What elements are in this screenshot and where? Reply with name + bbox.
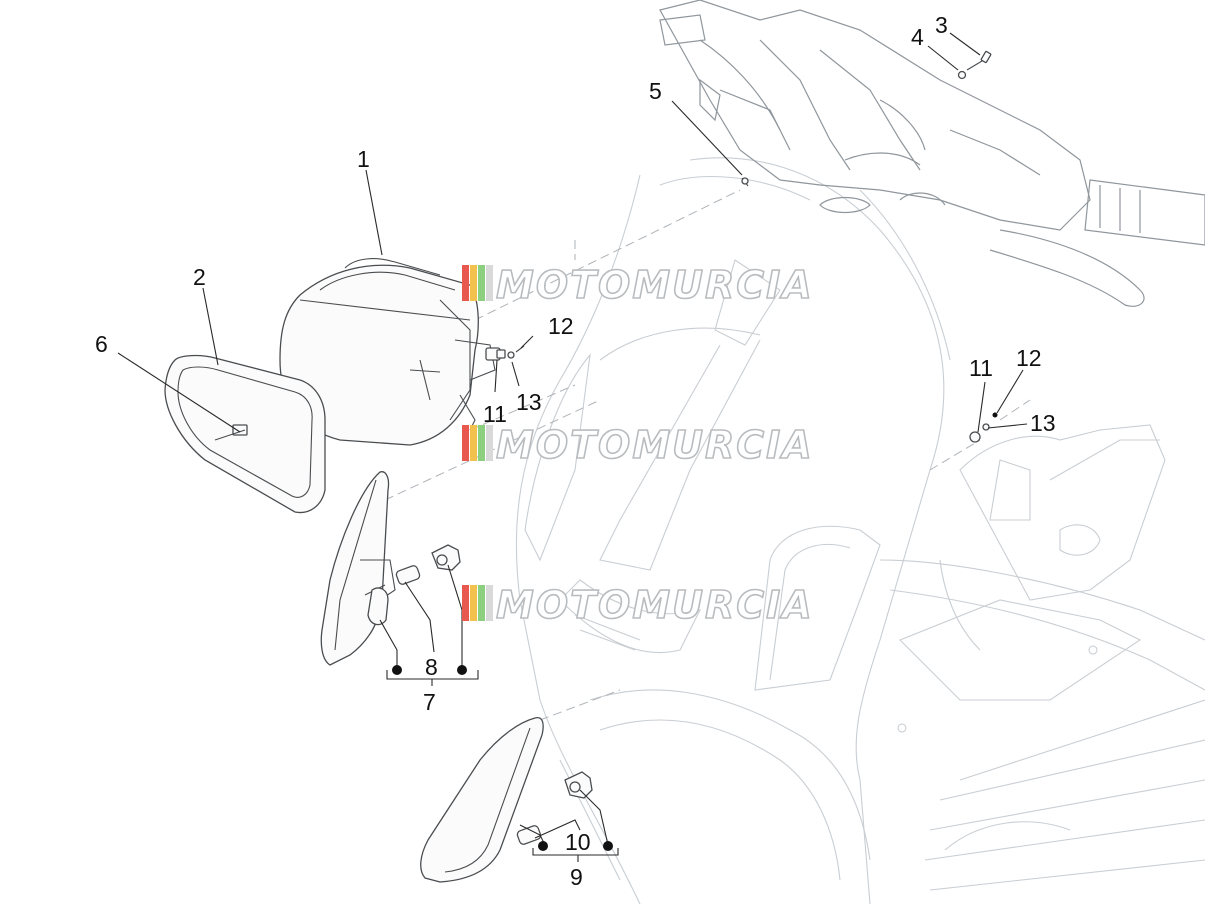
callout-7: 7	[423, 689, 436, 715]
callout-11-right: 11	[969, 355, 993, 381]
watermark-top: MOTOMURCIA	[462, 262, 814, 308]
callout-8: 8	[425, 654, 438, 680]
callout-9: 9	[570, 864, 583, 890]
scooter-body-outline	[515, 157, 1205, 904]
watermark-bottom: MOTOMURCIA	[462, 582, 814, 628]
callout-12-left: 12	[548, 313, 574, 339]
fasteners	[496, 50, 998, 443]
callout-1: 1	[357, 146, 370, 172]
callout-5: 5	[649, 78, 662, 104]
callout-leader-lines	[117, 32, 1028, 862]
left-turn-signal	[320, 471, 396, 666]
callout-13-left: 13	[516, 389, 542, 415]
headlight-trim-ring	[164, 354, 326, 514]
assembly-guide-lines	[384, 189, 1031, 721]
callout-labels: 1 2 3 4 5 6 7 8 9 10 11 12 13 11 12 13	[95, 12, 1056, 890]
callout-10: 10	[565, 829, 591, 855]
callout-13-right: 13	[1030, 410, 1056, 436]
handlebar-assembly-outline	[659, 0, 1205, 307]
callout-2: 2	[193, 264, 206, 290]
watermark-middle: MOTOMURCIA	[462, 422, 814, 468]
bulb-and-socket-parts	[395, 544, 593, 845]
watermark-text: MOTOMURCIA	[496, 263, 814, 307]
callout-3: 3	[935, 12, 948, 38]
right-turn-signal	[420, 716, 544, 883]
callout-12-right: 12	[1016, 345, 1042, 371]
watermark-text: MOTOMURCIA	[496, 423, 814, 467]
watermark-text: MOTOMURCIA	[496, 583, 814, 627]
callout-4: 4	[911, 24, 924, 50]
callout-11-left: 11	[483, 401, 507, 427]
callout-6: 6	[95, 331, 108, 357]
